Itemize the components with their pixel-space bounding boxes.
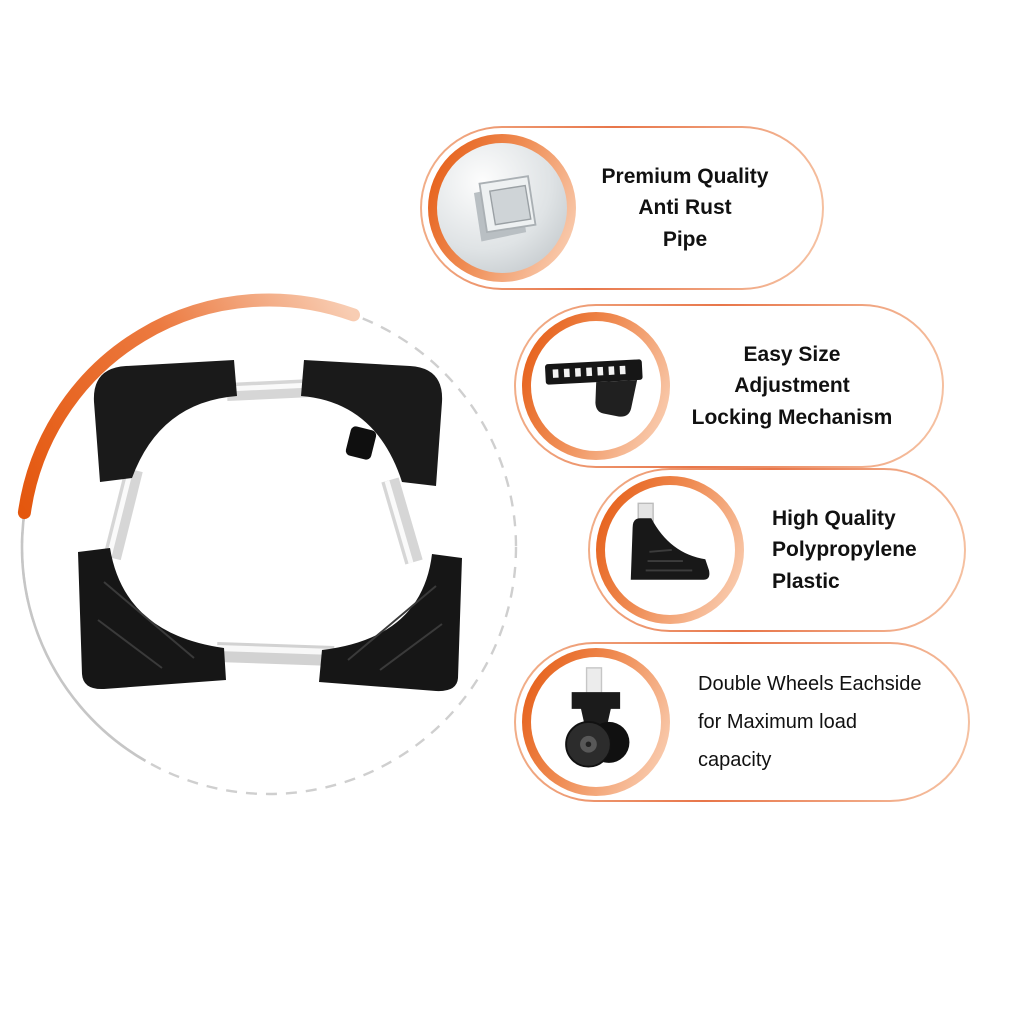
feature-line: Adjustment — [734, 374, 850, 398]
feature-card-polypropylene-plastic: High Quality Polypropylene Plastic — [588, 468, 966, 632]
caster-wheel-icon — [565, 667, 630, 768]
feature-pill: Easy Size Adjustment Locking Mechanism — [514, 304, 944, 468]
feature-line: Double Wheels Eachside — [698, 673, 922, 695]
feature-image-ring — [522, 312, 670, 460]
feature-line: Premium Quality — [601, 165, 769, 189]
feature-line: Plastic — [772, 569, 840, 593]
feature-line: High Quality — [772, 507, 896, 531]
feature-text: High Quality Polypropylene Plastic — [744, 505, 958, 595]
plate-texture-right — [347, 585, 443, 671]
feature-text: Easy Size Adjustment Locking Mechanism — [670, 341, 936, 431]
plate-texture-left — [97, 581, 195, 669]
product-hero — [12, 290, 526, 804]
feature-line: Polypropylene — [772, 538, 917, 562]
feature-pill: High Quality Polypropylene Plastic — [588, 468, 966, 632]
feature-text: Double Wheels Eachside for Maximum load … — [670, 671, 962, 773]
hero-ring-orange-arc — [17, 293, 360, 520]
feature-image-ring — [522, 648, 670, 796]
corner-plate-bottom-left — [78, 548, 226, 690]
corner-bracket-top-left — [93, 360, 237, 482]
feature-pill: Premium Quality Anti Rust Pipe — [420, 126, 824, 290]
feature-card-double-wheels: Double Wheels Eachside for Maximum load … — [514, 642, 970, 802]
locking-mechanism-icon — [545, 359, 643, 417]
corner-bracket-top-right — [301, 360, 443, 486]
feature-line: capacity — [698, 749, 772, 771]
feature-text: Premium Quality Anti Rust Pipe — [576, 163, 816, 253]
feature-line: Locking Mechanism — [691, 405, 893, 429]
feature-line: Easy Size — [743, 343, 841, 367]
feature-line: Anti Rust — [638, 196, 732, 220]
feature-line: for Maximum load — [698, 711, 857, 733]
corner-plastic-icon — [630, 502, 710, 580]
feature-image-ring — [596, 476, 744, 624]
square-pipe-icon — [474, 175, 537, 242]
feature-line: Pipe — [662, 227, 708, 251]
corner-plate-bottom-right — [319, 554, 462, 692]
product-stand-frame — [78, 360, 462, 692]
feature-card-anti-rust-pipe: Premium Quality Anti Rust Pipe — [420, 126, 824, 290]
feature-card-locking-mechanism: Easy Size Adjustment Locking Mechanism — [514, 304, 944, 468]
product-hero-graphic — [17, 293, 518, 796]
lock-latch — [345, 426, 377, 460]
frame-pipes — [103, 379, 423, 666]
feature-pill: Double Wheels Eachside for Maximum load … — [514, 642, 970, 802]
feature-image-ring — [428, 134, 576, 282]
